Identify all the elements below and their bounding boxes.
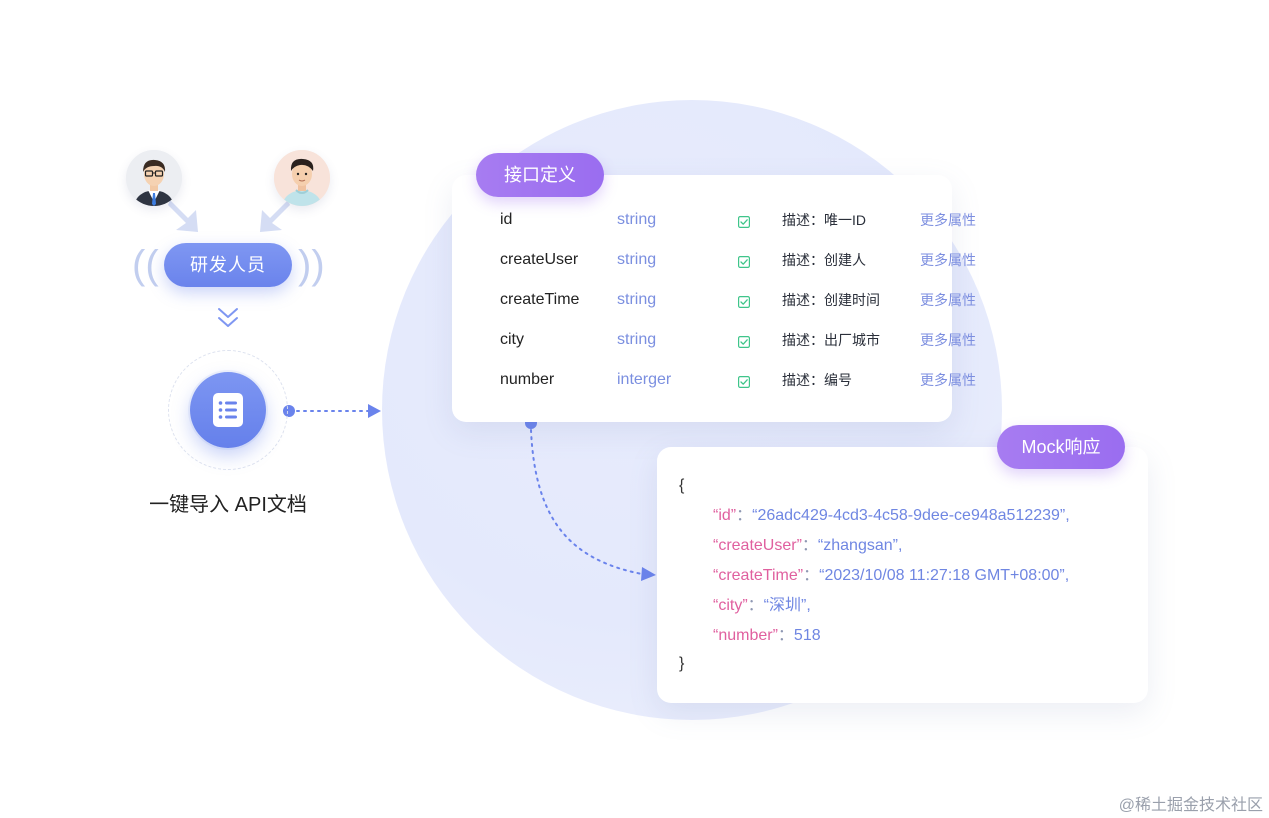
field-description: 描述：出厂城市: [782, 332, 880, 348]
avatar-arrow-left: [168, 200, 198, 232]
avatar-arrow-right: [260, 200, 290, 232]
more-attributes-link[interactable]: 更多属性: [920, 292, 976, 308]
more-attributes-link[interactable]: 更多属性: [920, 252, 976, 268]
field-type: interger: [617, 371, 672, 388]
developer-avatar-right: [274, 150, 330, 206]
field-type: string: [617, 211, 657, 228]
json-value: “深圳”,: [763, 597, 811, 614]
field-description: 描述：创建时间: [782, 292, 880, 308]
json-separator: ：: [747, 597, 764, 614]
field-description: 描述：编号: [782, 372, 852, 388]
watermark: @稀土掘金技术社区: [1118, 797, 1263, 814]
document-list-icon: [213, 393, 243, 427]
required-check-icon[interactable]: [738, 253, 751, 269]
field-row: createUser string 描述：创建人 更多属性: [500, 250, 976, 270]
chevron-down-icon: [218, 308, 238, 327]
required-check-icon[interactable]: [738, 373, 751, 389]
more-attributes-link[interactable]: 更多属性: [920, 372, 976, 388]
import-connector: [283, 404, 381, 418]
mock-response-tag: Mock响应: [997, 425, 1125, 469]
more-attributes-link[interactable]: 更多属性: [920, 332, 976, 348]
field-name: city: [500, 331, 524, 348]
field-type: string: [617, 251, 657, 268]
field-row: city string 描述：出厂城市 更多属性: [500, 330, 976, 350]
field-row: number interger 描述：编号 更多属性: [500, 370, 976, 390]
field-row: id string 描述：唯一ID 更多属性: [500, 210, 976, 230]
json-separator: ：: [801, 537, 818, 554]
field-name: createUser: [500, 251, 579, 268]
json-separator: ：: [736, 507, 753, 524]
json-separator: ：: [777, 627, 794, 644]
json-key: “createUser”: [713, 537, 802, 554]
json-value: “zhangsan”,: [817, 537, 903, 554]
field-row: createTime string 描述：创建时间 更多属性: [500, 290, 976, 310]
json-line: “city”：“深圳”,: [713, 596, 811, 616]
json-line: “createTime”：“2023/10/08 11:27:18 GMT+08…: [713, 566, 1069, 586]
import-api-button[interactable]: [190, 372, 266, 448]
interface-definition-tag: 接口定义: [476, 153, 604, 197]
json-key: “city”: [713, 597, 748, 614]
field-name: id: [500, 211, 513, 228]
import-api-label: 一键导入 API文档: [149, 494, 307, 516]
required-check-icon[interactable]: [738, 333, 751, 349]
json-separator: ：: [803, 567, 820, 584]
required-check-icon[interactable]: [738, 213, 751, 229]
import-ring: [168, 350, 288, 470]
json-value: 518: [793, 627, 821, 644]
signal-wave-left-icon: ((: [132, 243, 159, 287]
developer-role-badge: 研发人员: [164, 243, 292, 287]
mock-response-card: { “id”：“26adc429-4cd3-4c58-9dee-ce948a51…: [657, 447, 1148, 703]
json-key: “number”: [713, 627, 778, 644]
json-line: “id”：“26adc429-4cd3-4c58-9dee-ce948a5122…: [713, 506, 1070, 526]
json-open-brace: {: [679, 477, 685, 494]
signal-wave-right-icon: )): [298, 243, 325, 287]
field-type: string: [617, 331, 657, 348]
field-description: 描述：唯一ID: [782, 212, 866, 228]
json-value: “26adc429-4cd3-4c58-9dee-ce948a512239”,: [752, 507, 1070, 524]
required-check-icon[interactable]: [738, 293, 751, 309]
more-attributes-link[interactable]: 更多属性: [920, 212, 976, 228]
json-line: “number”：518: [713, 626, 821, 646]
field-name: createTime: [500, 291, 580, 308]
developer-avatar-left: [126, 150, 182, 206]
json-line: “createUser”：“zhangsan”,: [713, 536, 902, 556]
field-type: string: [617, 291, 657, 308]
json-key: “createTime”: [713, 567, 804, 584]
field-name: number: [500, 371, 555, 388]
field-description: 描述：创建人: [782, 252, 866, 268]
interface-definition-card: id string 描述：唯一ID 更多属性 createUser string 描述：创建…: [452, 175, 976, 422]
json-value: “2023/10/08 11:27:18 GMT+08:00”,: [819, 567, 1070, 584]
json-key: “id”: [713, 507, 737, 524]
json-close-brace: }: [679, 655, 685, 672]
